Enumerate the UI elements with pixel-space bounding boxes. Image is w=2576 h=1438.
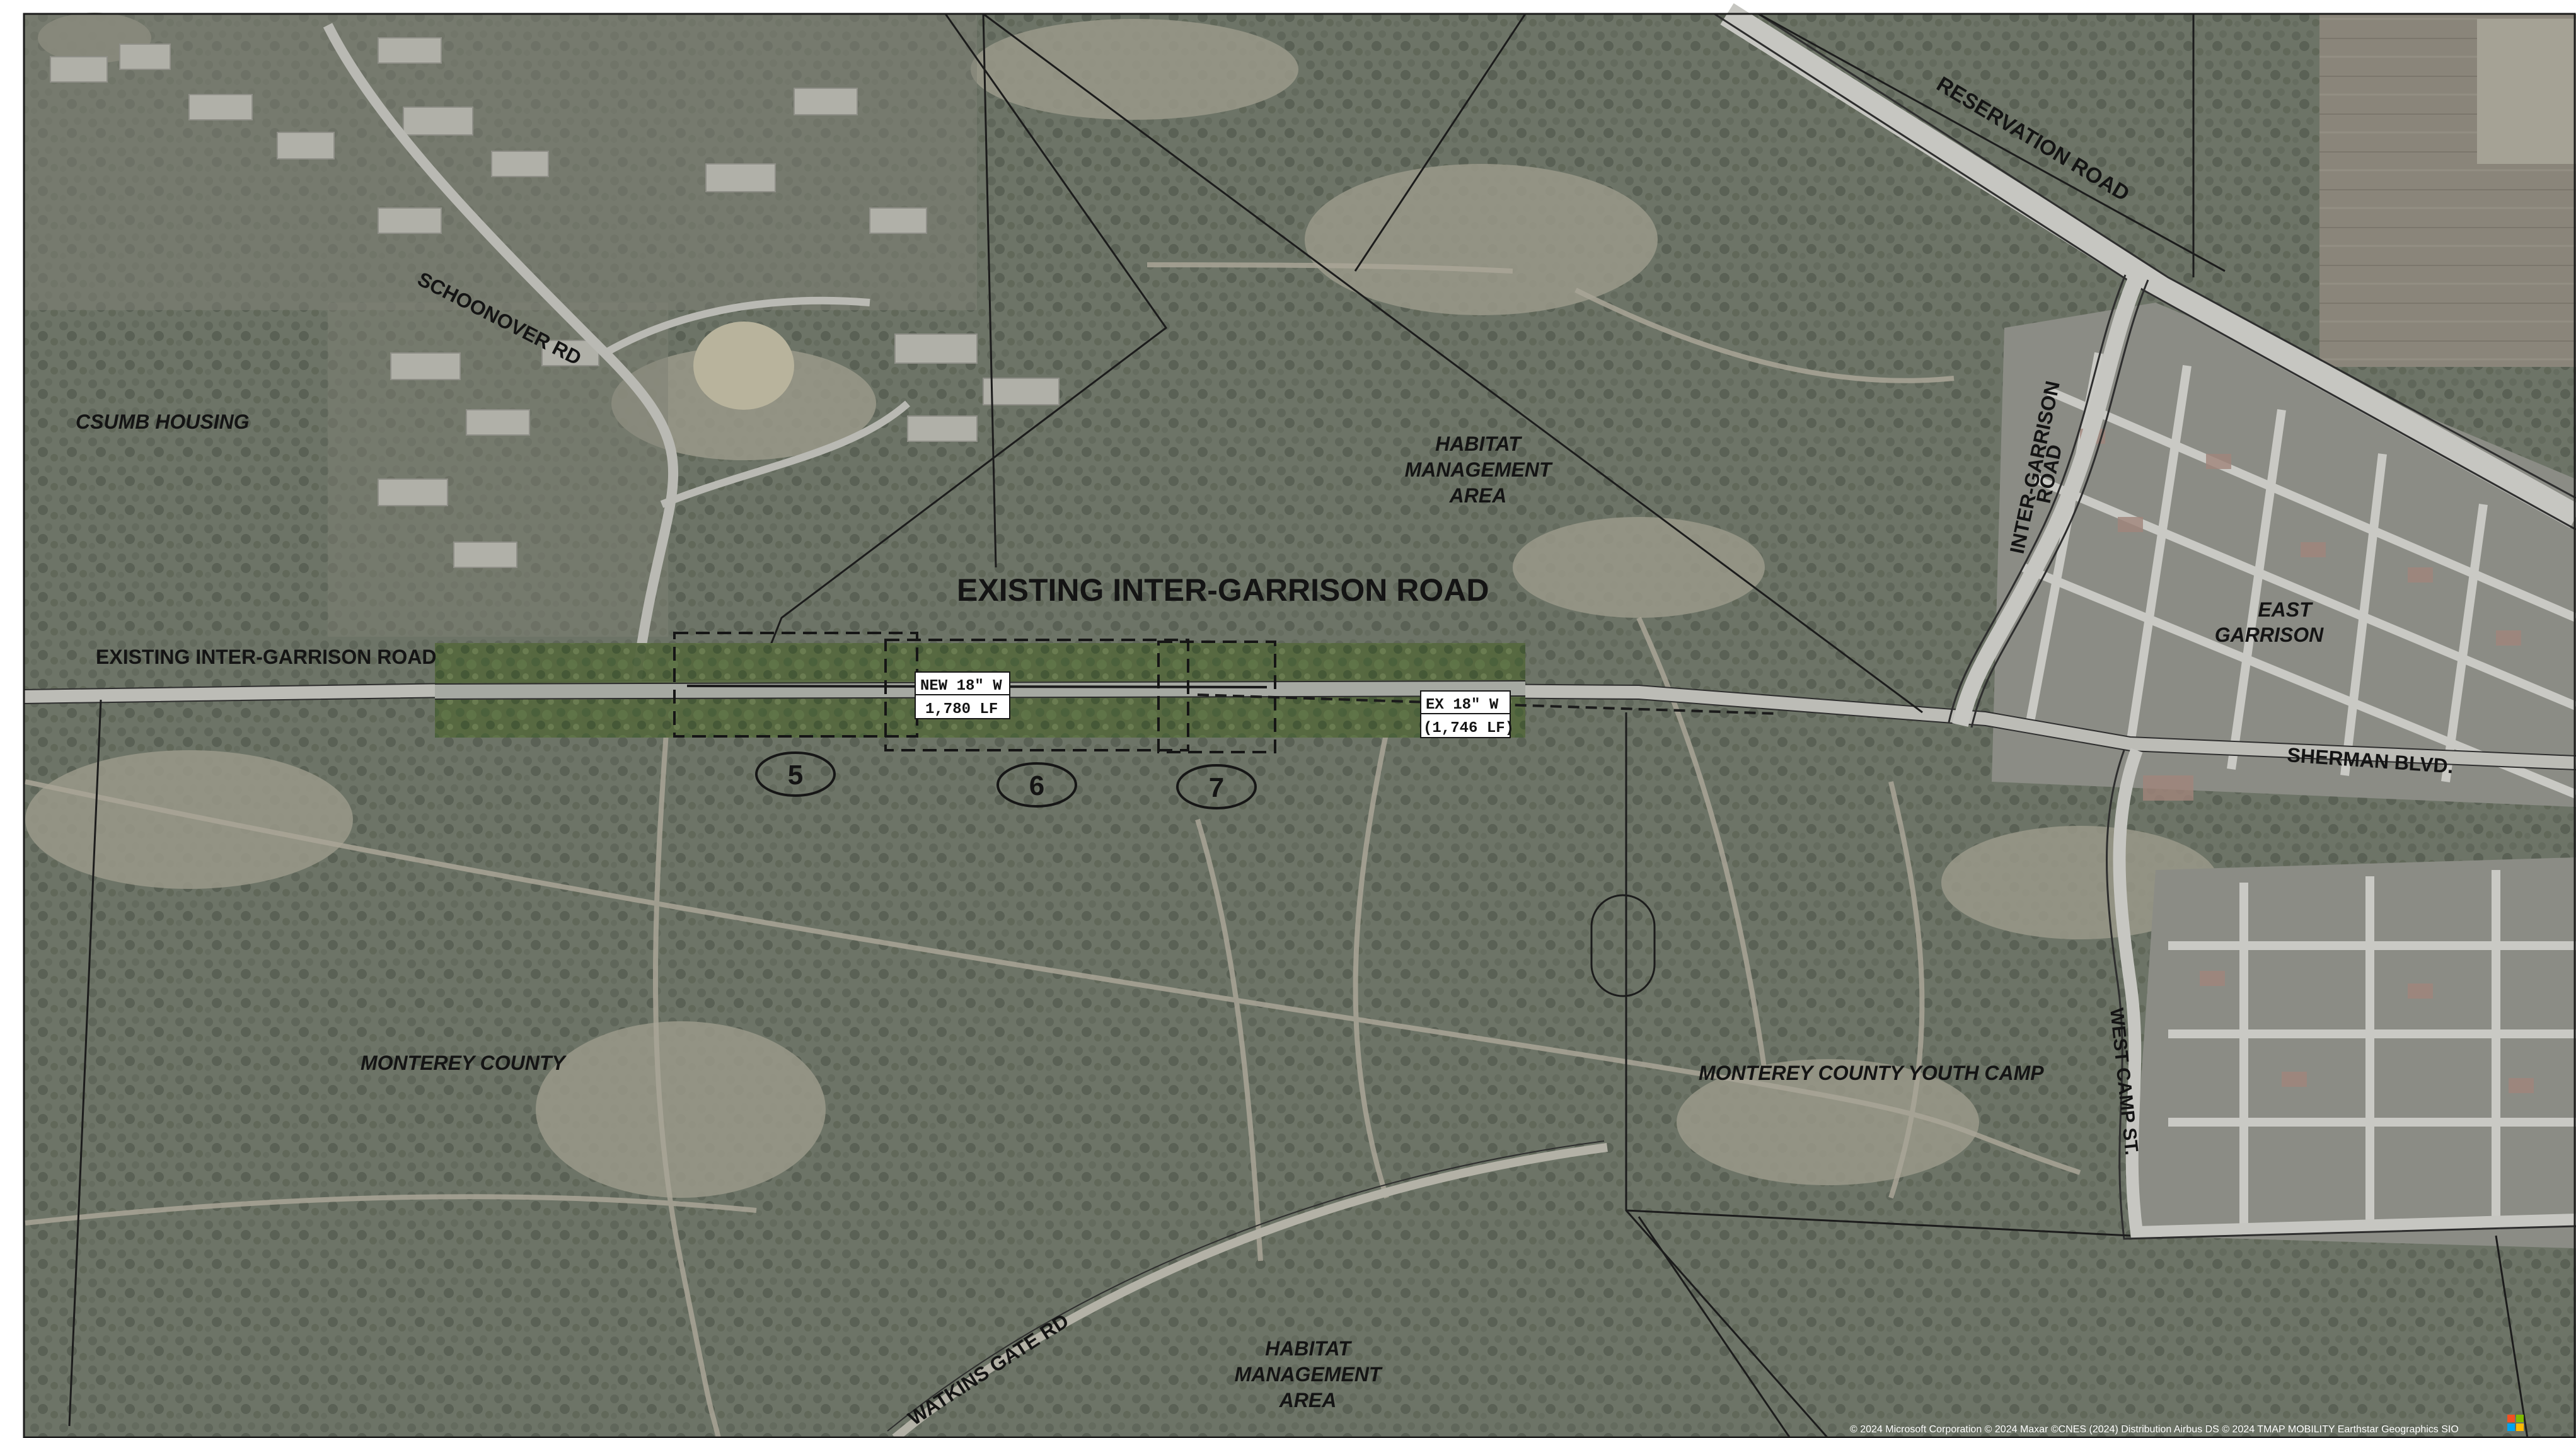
east-garrison-line-1: EAST [2258, 598, 2313, 621]
new-pipe-size: NEW 18" W [920, 678, 1002, 695]
sheet-number-7: 7 [1209, 772, 1224, 803]
sheet-number-5: 5 [788, 760, 803, 791]
existing-pipe-callout: EX 18" W (1,746 LF) [1420, 690, 1514, 738]
parcel-boundaries [68, 13, 2529, 1438]
west-camp-street [2106, 748, 2576, 1240]
reservation-road [1714, 3, 2576, 531]
area-label-habitat-south: HABITAT MANAGEMENT AREA [1235, 1337, 1383, 1412]
dirt-trails [25, 262, 2081, 1438]
map-frame [23, 13, 2576, 1438]
habitat-south-line-2: MANAGEMENT [1235, 1363, 1383, 1386]
east-garrison-development [1992, 303, 2576, 1248]
farm-field-light [2477, 19, 2576, 164]
new-pipe-length: 1,780 LF [925, 701, 998, 718]
area-label-youth-camp: MONTEREY COUNTY YOUTH CAMP [1699, 1062, 2044, 1084]
microsoft-logo-icon [2507, 1415, 2524, 1431]
area-label-monterey-county: MONTEREY COUNTY [361, 1052, 567, 1074]
imagery-copyright: © 2024 Microsoft Corporation © 2024 Maxa… [1850, 1424, 2459, 1435]
existing-pipe-size: EX 18" W [1426, 697, 1499, 714]
map-title: EXISTING INTER-GARRISON ROAD [957, 572, 1489, 608]
sheet-6-boundary [884, 639, 1189, 751]
sheet-marker-6[interactable]: 6 [996, 762, 1077, 808]
area-label-habitat-north: HABITAT MANAGEMENT AREA [1405, 432, 1553, 507]
road-label-existing-inter-garrison: EXISTING INTER-GARRISON ROAD [96, 646, 436, 668]
watkins-gate-road [887, 1140, 1608, 1438]
csumb-housing-development [25, 14, 1060, 637]
sheet-7-boundary [1157, 641, 1276, 753]
sheet-number-6: 6 [1029, 770, 1044, 801]
habitat-south-line-1: HABITAT [1265, 1337, 1352, 1360]
schoonover-road [323, 23, 910, 681]
area-label-csumb-housing: CSUMB HOUSING [76, 410, 250, 433]
east-garrison-line-2: GARRISON [2215, 623, 2324, 646]
habitat-north-line-3: AREA [1449, 484, 1507, 507]
existing-pipe-length: (1,746 LF) [1423, 720, 1514, 737]
habitat-north-line-2: MANAGEMENT [1405, 458, 1553, 481]
sheet-marker-7[interactable]: 7 [1176, 764, 1257, 809]
open-clearings [25, 13, 2219, 1198]
sheet-markers: 5 6 7 [755, 751, 1257, 809]
new-pipe-callout: NEW 18" W 1,780 LF [915, 671, 1010, 719]
sheet-boundaries [673, 632, 1276, 753]
habitat-south-line-3: AREA [1279, 1389, 1337, 1412]
area-label-east-garrison: EAST GARRISON [2215, 598, 2324, 646]
inter-garrison-road-north [1948, 274, 2149, 728]
sheet-marker-5[interactable]: 5 [755, 751, 836, 797]
habitat-north-line-1: HABITAT [1435, 432, 1522, 455]
